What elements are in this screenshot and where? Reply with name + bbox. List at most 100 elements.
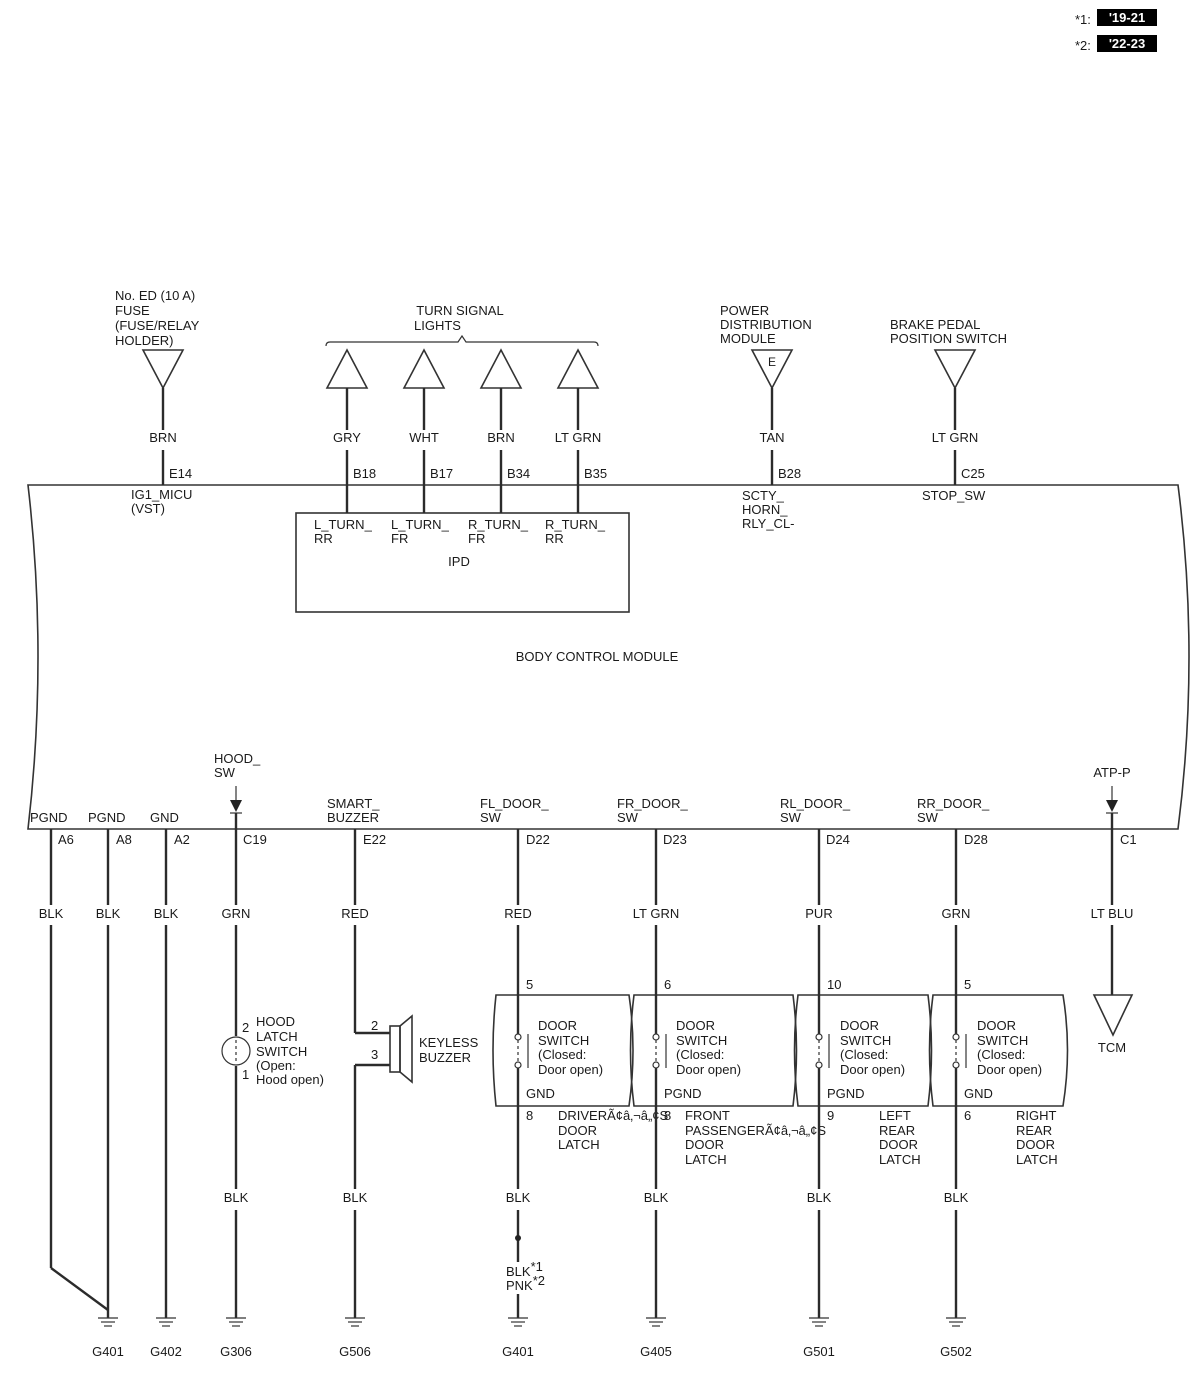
door-latch-label: FRONT: [685, 1108, 730, 1123]
pdm-connector-letter: E: [768, 355, 776, 369]
door-switch-label: (Closed:: [676, 1047, 724, 1062]
ground-symbol: [98, 1317, 118, 1327]
door-signal: FR_DOOR_: [617, 796, 689, 811]
diode-icon: [1106, 800, 1118, 812]
svg-text:(FUSE/RELAY: (FUSE/RELAY: [115, 318, 200, 333]
pdm-wire-color: TAN: [759, 430, 784, 445]
fuse-label-line: FUSE: [115, 303, 150, 318]
atp-tcm-circuit: ATP-P C1 LT BLU TCM: [1091, 765, 1137, 1055]
door-signal: RR_DOOR_: [917, 796, 990, 811]
gnd-wire-color: BLK: [154, 906, 179, 921]
variant-1-marker: *1:: [1075, 12, 1091, 27]
door-terminal: D22: [526, 832, 550, 847]
ground-label: G501: [803, 1344, 835, 1359]
splice-dot: [515, 1235, 521, 1241]
fuse-wire-color: BRN: [149, 430, 176, 445]
fuse-terminal: E14: [169, 466, 192, 481]
turn-terminal: B17: [430, 466, 453, 481]
turn-wire-color: GRY: [333, 430, 361, 445]
brake-symbol: [933, 349, 977, 390]
brake-label: POSITION SWITCH: [890, 331, 1007, 346]
turn-signal-lights: TURN SIGNAL LIGHTS GRY B18 L_TURN_ RR WH…: [314, 303, 607, 546]
ground-symbol: [226, 1317, 246, 1327]
turn-terminal: B18: [353, 466, 376, 481]
buzzer-terminal: E22: [363, 832, 386, 847]
gnd-circuit: GND A2 BLK G402: [150, 810, 190, 1359]
pgnd-wire-color: BLK: [39, 906, 64, 921]
door-switch-circuits: FL_DOOR_ SW D22 RED 5 DOOR SWITCH (Close…: [480, 796, 1069, 1359]
variant-2-years: '22-23: [1109, 36, 1145, 51]
ground-symbol: [345, 1317, 365, 1327]
door-terminal: D28: [964, 832, 988, 847]
brake-signal: STOP_SW: [922, 488, 986, 503]
brake-wire-color: LT GRN: [932, 430, 978, 445]
door-pin: 10: [827, 977, 841, 992]
ground-label: G306: [220, 1344, 252, 1359]
fuse-label-line: No. ED (10 A): [115, 288, 195, 303]
door-latch-label: DOOR: [558, 1123, 597, 1138]
door-wire-variant: PNK: [506, 1278, 533, 1293]
door-pin: 8: [526, 1108, 533, 1123]
pgnd-terminal: A8: [116, 832, 132, 847]
hood-switch-label: SWITCH: [256, 1044, 307, 1059]
atp-signal: ATP-P: [1093, 765, 1130, 780]
buzzer-wire-after: BLK: [343, 1190, 368, 1205]
gnd-terminal: A2: [174, 832, 190, 847]
turn-signal-bracket: [325, 334, 599, 347]
pdm-label: MODULE: [720, 331, 776, 346]
door-latch-label: RIGHT: [1016, 1108, 1057, 1123]
svg-text:PNK*2: PNK*2: [506, 1273, 545, 1293]
brake-terminal: C25: [961, 466, 985, 481]
gnd-signal: GND: [150, 810, 179, 825]
door-wire-color: PUR: [805, 906, 832, 921]
turn-wire-color: WHT: [409, 430, 439, 445]
buzzer-signal: SMART_: [327, 796, 380, 811]
ground-symbol: [946, 1317, 966, 1327]
buzzer-signal: BUZZER: [327, 810, 379, 825]
body-control-module-label: BODY CONTROL MODULE: [516, 649, 679, 664]
door-wire-after: BLK: [644, 1190, 669, 1205]
pgnd-wire-color: BLK: [96, 906, 121, 921]
door-switch-label: Door open): [538, 1062, 603, 1077]
door-pin: 9: [827, 1108, 834, 1123]
hood-pin: 2: [242, 1020, 249, 1035]
buzzer-label: BUZZER: [419, 1050, 471, 1065]
pgnd-signal: PGND: [88, 810, 126, 825]
door-pin: 6: [964, 1108, 971, 1123]
keyless-buzzer-circuit: SMART_ BUZZER E22 RED 2 3 KEYLESS BUZZER…: [327, 796, 479, 1359]
door-pin: 5: [526, 977, 533, 992]
turn-wire-color: BRN: [487, 430, 514, 445]
door-pin: 5: [964, 977, 971, 992]
door-latch-label: REAR: [1016, 1123, 1052, 1138]
atp-wire-color: LT BLU: [1091, 906, 1134, 921]
buzzer-pin: 3: [371, 1047, 378, 1062]
svg-text:No. ED (10 A): No. ED (10 A): [115, 288, 195, 303]
turn-signal: FR: [468, 531, 485, 546]
pgnd-circuits: PGND A6 BLK PGND A8 BLK G401: [30, 810, 132, 1359]
buzzer-wire-color: RED: [341, 906, 368, 921]
ground-label: G401: [92, 1344, 124, 1359]
door-switch-label: DOOR: [676, 1018, 715, 1033]
door-switch-label: (Closed:: [840, 1047, 888, 1062]
fuse-symbol: [141, 349, 185, 390]
pdm-terminal: B28: [778, 466, 801, 481]
turn-terminal: B34: [507, 466, 530, 481]
door-signal: FL_DOOR_: [480, 796, 549, 811]
svg-text:HOLDER): HOLDER): [115, 333, 174, 348]
variant-legend: *1: '19-21 *2: '22-23: [1075, 9, 1157, 53]
ground-symbol: [156, 1317, 176, 1327]
turn-light-symbol: [479, 348, 523, 389]
ground-label: G401: [502, 1344, 534, 1359]
door-signal: SW: [617, 810, 639, 825]
door-latch-label: LATCH: [879, 1152, 921, 1167]
door-switch-label: (Closed:: [977, 1047, 1025, 1062]
pdm-label: DISTRIBUTION: [720, 317, 812, 332]
hood-wire-after: BLK: [224, 1190, 249, 1205]
variant-2-badge: [1097, 35, 1157, 52]
door-signal: SW: [780, 810, 802, 825]
hood-switch-label: Hood open): [256, 1072, 324, 1087]
turn-signal-label: LIGHTS: [414, 318, 461, 333]
variant-mark: *1: [531, 1259, 543, 1274]
turn-light-symbol: [325, 348, 369, 389]
